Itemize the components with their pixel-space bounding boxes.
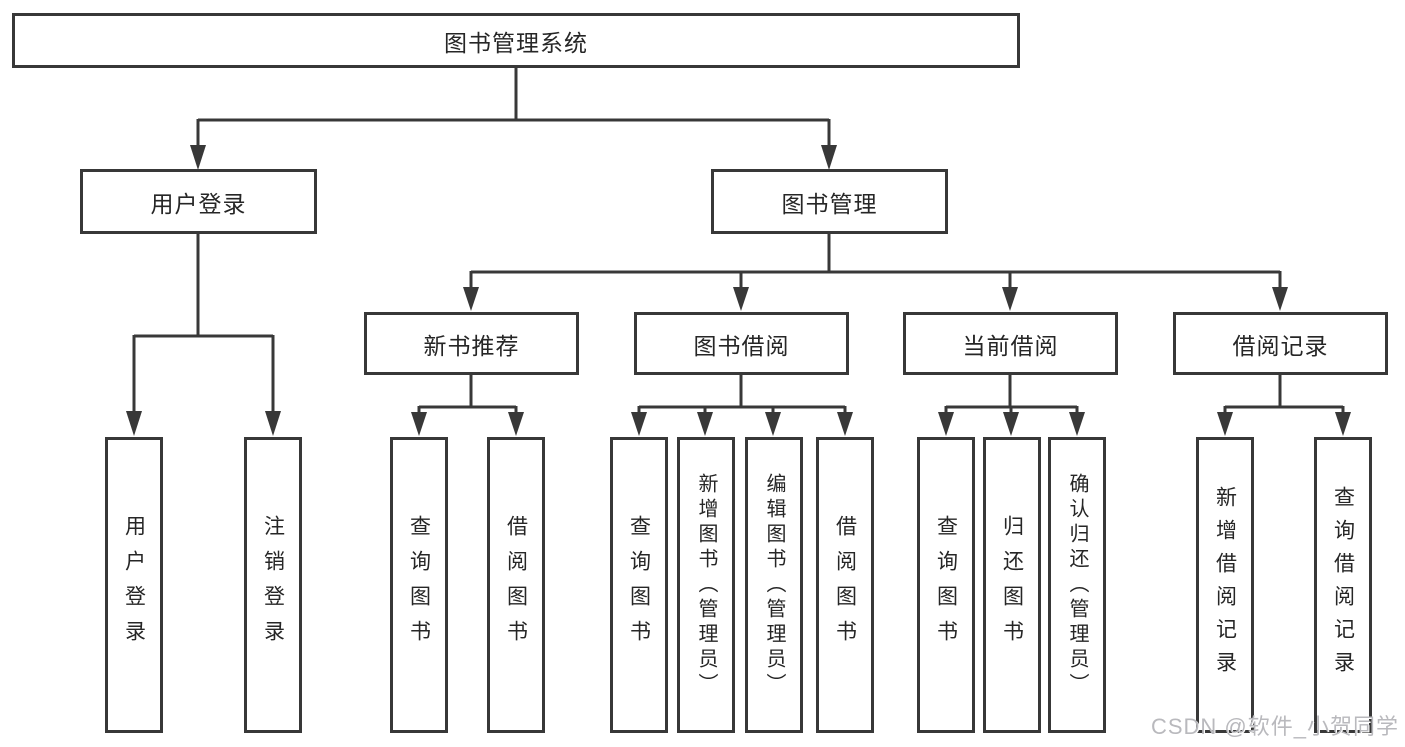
arrowhead-borrow-record (1272, 287, 1288, 311)
leaf-logout-label: 注销登录 (261, 515, 285, 655)
node-book-mgmt: 图书管理 (711, 169, 948, 234)
node-root: 图书管理系统 (12, 13, 1020, 68)
leaf-borrow-book-1-label: 借阅图书 (504, 515, 528, 655)
node-borrow-record: 借阅记录 (1173, 312, 1388, 375)
leaf-query-borrow-record-label: 查询借阅记录 (1331, 486, 1355, 684)
leaf-edit-book-admin-label: 编辑图书（管理员） (763, 472, 785, 698)
leaf-query-book-3-label: 查询图书 (934, 515, 958, 655)
arrowhead-leaf-logout (265, 411, 281, 436)
leaf-confirm-return-admin: 确认归还（管理员） (1048, 437, 1106, 733)
node-root-label: 图书管理系统 (444, 29, 588, 56)
node-borrow-record-label: 借阅记录 (1232, 332, 1329, 359)
leaf-return-book-label: 归还图书 (1000, 515, 1024, 655)
arrowhead-query-record (1335, 412, 1351, 436)
arrowhead-book-mgmt (821, 145, 837, 170)
arrowhead-edit-book (765, 412, 781, 436)
node-new-book-rec: 新书推荐 (364, 312, 579, 375)
leaf-query-book-2-label: 查询图书 (627, 515, 651, 655)
node-new-book-rec-label: 新书推荐 (423, 332, 520, 359)
leaf-add-book-admin-label: 新增图书（管理员） (695, 472, 717, 698)
arrowhead-borrow-book-1 (508, 412, 524, 436)
arrowhead-new-book-rec (463, 287, 479, 311)
leaf-query-book-3: 查询图书 (917, 437, 975, 733)
arrowhead-book-borrow (733, 287, 749, 311)
node-user-login: 用户登录 (80, 169, 317, 234)
leaf-query-book-1: 查询图书 (390, 437, 448, 733)
arrowhead-return-book (1003, 412, 1019, 436)
node-book-mgmt-label: 图书管理 (781, 190, 878, 217)
node-current-borrow: 当前借阅 (903, 312, 1118, 375)
leaf-user-login-label: 用户登录 (122, 515, 146, 655)
leaf-return-book: 归还图书 (983, 437, 1041, 733)
leaf-edit-book-admin: 编辑图书（管理员） (745, 437, 803, 733)
arrowhead-borrow-book-2 (837, 412, 853, 436)
leaf-add-borrow-record: 新增借阅记录 (1196, 437, 1254, 733)
leaf-logout: 注销登录 (244, 437, 302, 733)
arrowhead-user-login (190, 145, 206, 170)
leaf-query-book-2: 查询图书 (610, 437, 668, 733)
arrowhead-query-book-1 (411, 412, 427, 436)
leaf-borrow-book-2: 借阅图书 (816, 437, 874, 733)
node-book-borrow-label: 图书借阅 (693, 332, 790, 359)
leaf-borrow-book-2-label: 借阅图书 (833, 515, 857, 655)
node-user-login-label: 用户登录 (150, 190, 247, 217)
leaf-query-book-1-label: 查询图书 (407, 515, 431, 655)
leaf-query-borrow-record: 查询借阅记录 (1314, 437, 1372, 733)
leaf-borrow-book-1: 借阅图书 (487, 437, 545, 733)
arrowheads (126, 145, 1351, 436)
arrowhead-leaf-user-login (126, 411, 142, 436)
node-book-borrow: 图书借阅 (634, 312, 849, 375)
arrowhead-current-borrow (1002, 287, 1018, 311)
arrowhead-confirm-return (1069, 412, 1085, 436)
leaf-add-borrow-record-label: 新增借阅记录 (1213, 486, 1237, 684)
leaf-confirm-return-admin-label: 确认归还（管理员） (1066, 472, 1088, 698)
arrowhead-query-book-3 (938, 412, 954, 436)
watermark-text: CSDN @软件_小贺同学 (1150, 714, 1399, 739)
leaf-user-login: 用户登录 (105, 437, 163, 733)
arrowhead-add-book (697, 412, 713, 436)
leaf-add-book-admin: 新增图书（管理员） (677, 437, 735, 733)
arrowhead-add-record (1217, 412, 1233, 436)
arrowhead-query-book-2 (631, 412, 647, 436)
node-current-borrow-label: 当前借阅 (962, 332, 1059, 359)
